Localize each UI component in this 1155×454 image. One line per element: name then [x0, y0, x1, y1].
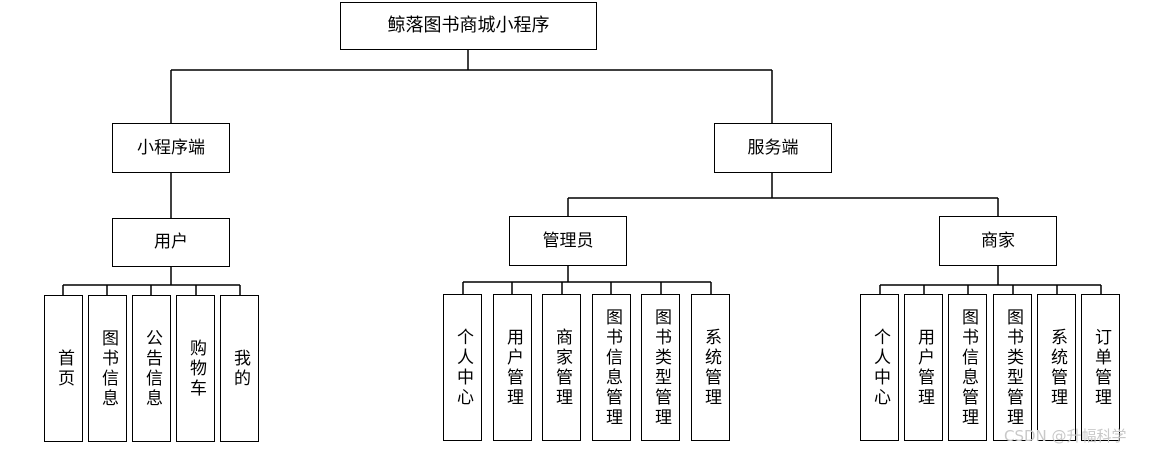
merchant-leaf-system-mgmt: 系统管理: [1037, 294, 1076, 441]
admin-leaf-book-info-mgmt: 图书信息管理: [592, 294, 631, 441]
leaf-label: 图书类型管理: [650, 307, 671, 428]
leaf-label: 购物车: [185, 338, 206, 399]
user-leaf-announcement: 公告信息: [132, 295, 171, 442]
user-leaf-cart: 购物车: [176, 295, 215, 442]
leaf-label: 用户管理: [502, 327, 523, 408]
root-node: 鲸落图书商城小程序: [340, 2, 597, 50]
mini-program-label: 小程序端: [137, 137, 205, 158]
user-leaf-mine: 我的: [220, 295, 259, 442]
merchant-node: 商家: [939, 216, 1057, 266]
admin-leaf-user-mgmt: 用户管理: [493, 294, 532, 441]
admin-leaf-system-mgmt: 系统管理: [691, 294, 730, 441]
leaf-label: 我的: [229, 348, 250, 389]
leaf-label: 商家管理: [551, 327, 572, 408]
leaf-label: 首页: [53, 348, 74, 389]
user-node: 用户: [112, 218, 230, 267]
server-label: 服务端: [747, 137, 799, 158]
admin-leaf-personal-center: 个人中心: [443, 294, 482, 441]
mini-program-node: 小程序端: [112, 123, 230, 173]
leaf-label: 个人中心: [452, 327, 473, 408]
leaf-label: 图书信息管理: [957, 307, 978, 428]
user-leaf-home: 首页: [44, 295, 83, 442]
merchant-leaf-book-type-mgmt: 图书类型管理: [993, 294, 1032, 441]
merchant-leaf-book-info-mgmt: 图书信息管理: [948, 294, 987, 441]
leaf-label: 图书信息管理: [601, 307, 622, 428]
admin-node: 管理员: [509, 216, 627, 266]
server-node: 服务端: [714, 123, 832, 173]
user-label: 用户: [154, 232, 188, 252]
leaf-label: 图书信息: [97, 328, 118, 409]
leaf-label: 订单管理: [1090, 327, 1111, 408]
merchant-leaf-user-mgmt: 用户管理: [904, 294, 943, 441]
watermark: CSDN @升幅科学: [1004, 427, 1127, 445]
leaf-label: 系统管理: [700, 327, 721, 408]
merchant-label: 商家: [981, 230, 1015, 251]
leaf-label: 用户管理: [913, 327, 934, 408]
leaf-label: 系统管理: [1046, 327, 1067, 408]
root-label: 鲸落图书商城小程序: [387, 15, 550, 36]
merchant-leaf-personal-center: 个人中心: [860, 294, 899, 441]
merchant-leaf-order-mgmt: 订单管理: [1081, 294, 1120, 441]
admin-leaf-book-type-mgmt: 图书类型管理: [641, 294, 680, 441]
leaf-label: 图书类型管理: [1002, 307, 1023, 428]
leaf-label: 个人中心: [869, 327, 890, 408]
user-leaf-book-info: 图书信息: [88, 295, 127, 442]
admin-label: 管理员: [542, 230, 594, 251]
leaf-label: 公告信息: [141, 328, 162, 409]
admin-leaf-merchant-mgmt: 商家管理: [542, 294, 581, 441]
